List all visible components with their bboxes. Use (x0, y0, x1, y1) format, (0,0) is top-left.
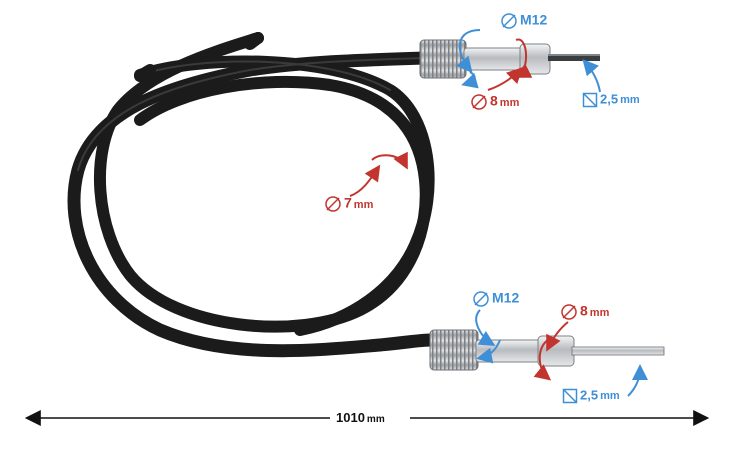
top-square-unit: mm (620, 94, 640, 107)
top-connector (419, 39, 600, 79)
middle-cable-unit: mm (353, 198, 374, 211)
top-thread-arrow (456, 29, 481, 89)
square-slash-icon (562, 388, 578, 404)
bottom-outer-value: 8 (580, 302, 588, 319)
circle-slash-icon (501, 13, 517, 29)
bottom-connector (429, 329, 665, 371)
top-outer-value: 8 (490, 92, 498, 109)
length-value: 1010 (336, 410, 365, 425)
bottom-square-unit: mm (600, 390, 620, 403)
circle-slash-icon (473, 291, 489, 307)
circle-slash-icon (325, 196, 341, 212)
bottom-square-arrow (627, 364, 648, 397)
square-slash-icon (582, 92, 598, 108)
middle-cable-value: 7 (344, 194, 352, 211)
circle-slash-icon (471, 94, 487, 110)
bottom-outer-unit: mm (589, 306, 610, 319)
circle-slash-icon (561, 304, 577, 320)
length-unit: mm (366, 414, 385, 425)
top-square-value: 2,5 (600, 91, 619, 107)
bottom-outer-arrow (533, 321, 569, 381)
bottom-thread-arrow (475, 309, 501, 364)
middle-cable-arrow (349, 151, 408, 197)
cable (67, 32, 439, 358)
bottom-square-value: 2,5 (580, 387, 599, 403)
top-thread-value: M12 (520, 11, 548, 28)
top-thread-label: M12 (500, 12, 547, 30)
top-square-arrow (582, 58, 601, 93)
top-outer-unit: mm (499, 96, 520, 109)
bottom-thread-value: M12 (492, 289, 520, 306)
top-outer-arrow (487, 38, 533, 91)
bottom-thread-label: M12 (472, 290, 519, 308)
